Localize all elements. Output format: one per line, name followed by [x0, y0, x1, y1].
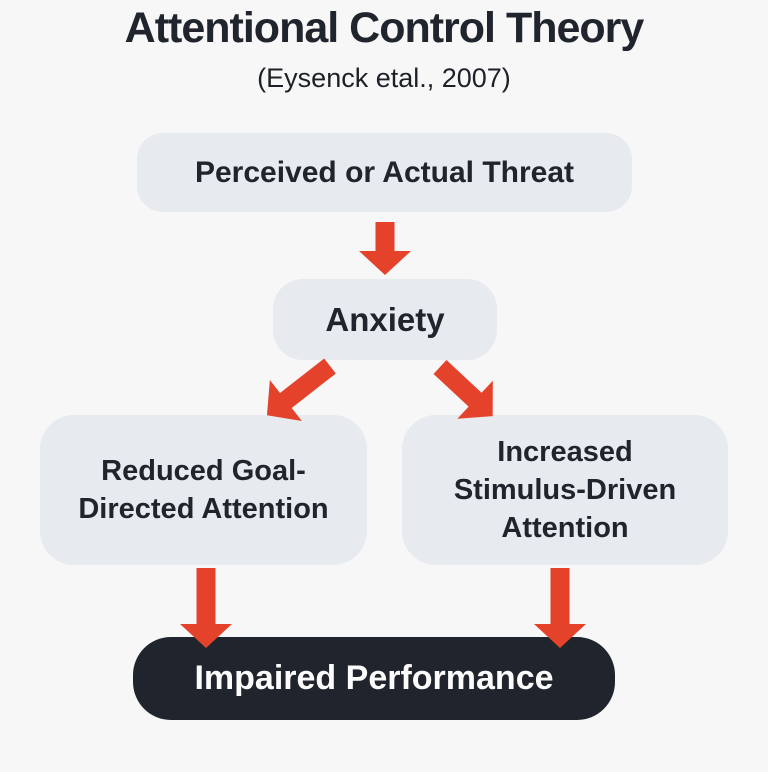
node-label-increased: Increased Stimulus-Driven Attention [453, 436, 677, 544]
node-perceived-or-actual-threat: Perceived or Actual Threat [137, 133, 632, 212]
node-label-threat: Perceived or Actual Threat [194, 155, 575, 189]
node-increased-stimulus-driven-attention: Increased Stimulus-Driven Attention [402, 415, 728, 565]
diagram-title: Attentional Control Theory [124, 4, 645, 52]
node-label-anxiety: Anxiety [325, 300, 445, 338]
node-reduced-goal-directed-attention: Reduced Goal- Directed Attention [40, 415, 367, 565]
arrow-reduced-to-impaired-icon [180, 568, 232, 648]
node-label-impaired: Impaired Performance [194, 659, 554, 697]
arrow-threat-to-anxiety-icon [359, 222, 411, 275]
node-label-reduced: Reduced Goal- Directed Attention [78, 455, 329, 525]
node-anxiety: Anxiety [273, 279, 497, 360]
node-impaired-performance: Impaired Performance [133, 637, 615, 720]
arrow-increased-to-impaired-icon [534, 568, 586, 648]
diagram-subtitle: (Eysenck etal., 2007) [257, 63, 511, 93]
